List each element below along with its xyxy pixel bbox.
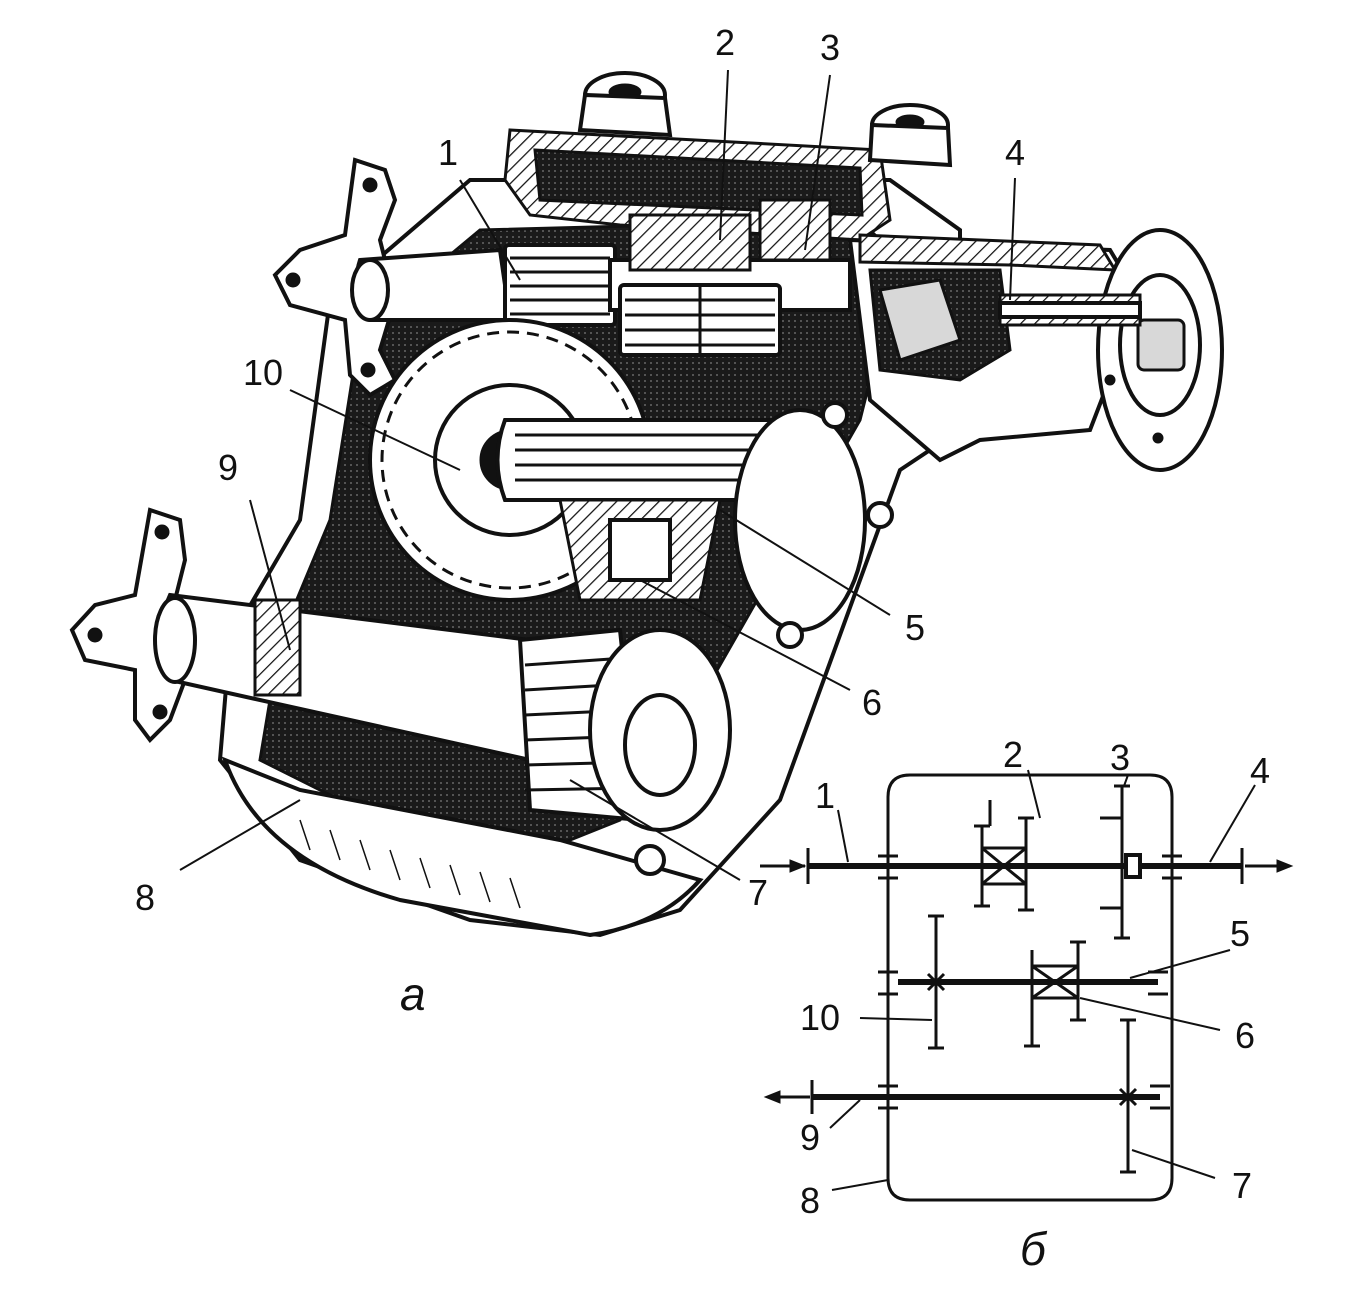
drawing-label-9: 9 (218, 447, 238, 488)
flange-hole-1 (1152, 432, 1164, 444)
cap-bolt-1 (821, 401, 849, 429)
schematic-label-4: 4 (1250, 750, 1270, 791)
lower-flange-hole-3 (152, 704, 168, 720)
input-gear-teeth (510, 256, 610, 316)
drawing-label-5: 5 (905, 607, 925, 648)
output-housing-cut (858, 233, 1118, 272)
output-shaft-core (998, 301, 1142, 319)
oil-pan (221, 756, 704, 938)
output-nut (1136, 318, 1186, 372)
input-shaft-end (350, 258, 390, 322)
schematic-label-2: 2 (1003, 734, 1023, 775)
drawing-label-7: 7 (748, 872, 768, 913)
schematic-output-shaft (1124, 848, 1294, 884)
lower-shaft-right-end (623, 693, 697, 797)
schematic-gear-2 (974, 800, 1034, 912)
schematic-gear-6 (1024, 940, 1086, 1048)
upper-gear-pair-teeth (625, 285, 775, 355)
schematic-input-shaft (760, 848, 1132, 884)
lower-bearing (253, 598, 302, 697)
top-boss-body-right (867, 122, 953, 168)
schematic-labels: 1 2 3 4 5 6 7 8 9 10 (800, 734, 1270, 1221)
schematic-lower-shaft (763, 1080, 1160, 1114)
drawing-label-2: 2 (715, 22, 735, 63)
cap-bolt-2 (866, 501, 894, 529)
lower-shaft-end (153, 596, 197, 684)
schematic-gear-10 (926, 914, 946, 1050)
panel-label-a: а (400, 968, 426, 1020)
schematic-label-8: 8 (800, 1180, 820, 1221)
lower-flange (69, 507, 188, 744)
drawing-label-1: 1 (438, 132, 458, 173)
input-flange-hole-1 (362, 177, 378, 193)
flange-hole-2 (1104, 374, 1116, 386)
input-flange (272, 157, 398, 398)
drawing-label-3: 3 (820, 27, 840, 68)
drawing-label-6: 6 (862, 682, 882, 723)
kinematic-schematic (760, 773, 1294, 1202)
top-boss-body (577, 92, 673, 138)
schematic-gear-3 (1100, 784, 1130, 940)
bevel-gear (878, 278, 962, 362)
lower-flange-hole-2 (87, 627, 103, 643)
drawing-labels: 1 2 3 4 5 6 7 8 9 10 (135, 22, 1025, 918)
schematic-leaders (829, 769, 1256, 1191)
drawing-leaders (179, 69, 1016, 881)
input-flange-hole-3 (360, 362, 376, 378)
schematic-label-6: 6 (1235, 1015, 1255, 1056)
schematic-gear-7 (1118, 1018, 1138, 1174)
schematic-label-7: 7 (1232, 1165, 1252, 1206)
schematic-label-9: 9 (800, 1117, 820, 1158)
schematic-housing (886, 773, 1174, 1202)
lower-flange-hole-1 (154, 524, 170, 540)
schematic-label-5: 5 (1230, 913, 1250, 954)
cutaway-drawing (69, 71, 1224, 938)
intermediate-shaft-splines (515, 433, 760, 482)
gear-3-block (758, 198, 832, 262)
drawing-label-4: 4 (1005, 132, 1025, 173)
schematic-label-3: 3 (1110, 737, 1130, 778)
drawing-label-8: 8 (135, 877, 155, 918)
oil-pan-shading (299, 819, 521, 909)
drawing-label-10: 10 (243, 352, 283, 393)
panel-label-b: б (1020, 1223, 1048, 1275)
cap-bolt-3 (776, 621, 804, 649)
sliding-gear-window (608, 518, 672, 582)
lower-cap-bolt (634, 844, 666, 876)
schematic-label-10: 10 (800, 997, 840, 1038)
bearing-cap-right (733, 408, 867, 632)
upper-coupling (628, 213, 752, 272)
schematic-label-1: 1 (815, 775, 835, 816)
input-flange-hole-2 (285, 272, 301, 288)
